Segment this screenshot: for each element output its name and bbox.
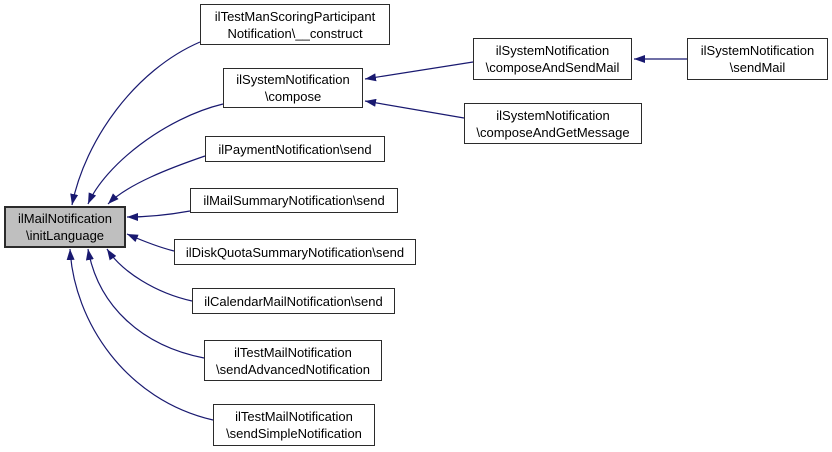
node-label-line: ilSystemNotification — [495, 43, 610, 58]
node-label-line: \composeAndGetMessage — [476, 124, 630, 140]
node-ilSystemNotification-composeAndGetMessage[interactable]: ilSystemNotification \composeAndGetMessa… — [464, 103, 642, 144]
edge-mailSummarySend-to-initLanguage — [126, 210, 191, 221]
node-label-line: \composeAndSendMail — [485, 60, 620, 75]
node-ilSystemNotification-composeAndSendMail[interactable]: ilSystemNotification \composeAndSendMail — [473, 38, 632, 80]
node-ilPaymentNotification-send[interactable]: ilPaymentNotification\send — [205, 136, 385, 162]
node-label-line: ilSystemNotification — [236, 72, 350, 87]
edge-paymentSend-to-initLanguage — [107, 155, 206, 205]
node-ilTestMailNotification-sendAdvancedNotification[interactable]: ilTestMailNotification \sendAdvancedNoti… — [204, 340, 382, 381]
node-label-line: ilCalendarMailNotification\send — [204, 293, 383, 309]
edge-composeAndSendMail-to-compose — [364, 61, 474, 82]
node-label-line: Notification\__construct — [227, 25, 363, 41]
node-label-line: ilSystemNotification — [700, 43, 815, 58]
edge-composeAndGetMessage-to-compose — [364, 98, 465, 119]
node-label-line: \initLanguage — [25, 228, 105, 243]
node-ilMailSummaryNotification-send[interactable]: ilMailSummaryNotification\send — [190, 188, 398, 213]
edge-diskQuotaSend-to-initLanguage — [126, 233, 175, 252]
edge-sendAdvanced-to-initLanguage — [85, 248, 205, 359]
node-label-line: \sendAdvancedNotification — [216, 361, 370, 377]
node-ilMailNotification-initLanguage: ilMailNotification \initLanguage — [4, 206, 126, 248]
node-label-line: ilMailNotification — [18, 211, 112, 226]
edge-calendarSend-to-initLanguage — [106, 248, 193, 302]
node-label-line: ilMailSummaryNotification\send — [203, 193, 385, 208]
edge-construct-to-initLanguage — [70, 41, 201, 206]
node-label-line: ilPaymentNotification\send — [218, 141, 372, 157]
node-ilSystemNotification-sendMail[interactable]: ilSystemNotification \sendMail — [687, 38, 828, 80]
node-label-line: ilTestMailNotification — [235, 409, 353, 424]
edge-sendSimple-to-initLanguage — [66, 248, 214, 421]
node-label-line: ilSystemNotification — [496, 107, 610, 123]
node-ilCalendarMailNotification-send[interactable]: ilCalendarMailNotification\send — [192, 288, 395, 314]
node-ilSystemNotification-compose[interactable]: ilSystemNotification \compose — [223, 68, 363, 108]
node-label-line: ilDiskQuotaSummaryNotification\send — [185, 244, 405, 260]
node-ilTestManScoringParticipantNotification-construct[interactable]: ilTestManScoringParticipant Notification… — [200, 4, 390, 45]
node-ilTestMailNotification-sendSimpleNotification[interactable]: ilTestMailNotification \sendSimpleNotifi… — [213, 404, 375, 446]
node-label-line: \compose — [264, 89, 322, 104]
node-label-line: \sendMail — [729, 60, 786, 75]
node-label-line: \sendSimpleNotification — [226, 426, 362, 441]
node-label-line: ilTestMailNotification — [234, 344, 352, 360]
edge-compose-to-initLanguage — [87, 103, 224, 205]
node-label-line: ilTestManScoringParticipant — [214, 8, 376, 24]
node-ilDiskQuotaSummaryNotification-send[interactable]: ilDiskQuotaSummaryNotification\send — [174, 239, 416, 265]
